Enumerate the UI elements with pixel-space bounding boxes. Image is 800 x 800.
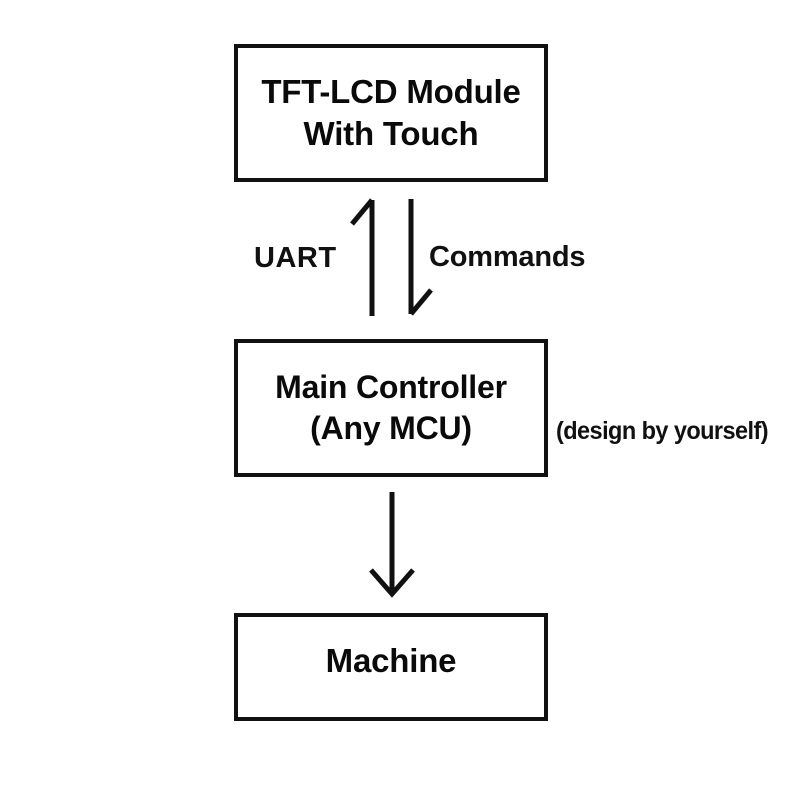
node-main-controller: Main Controller (Any MCU) <box>234 339 548 477</box>
node-machine: Machine <box>234 613 548 721</box>
edge-label-uart: UART <box>254 242 337 274</box>
node-main-controller-line-2: (Any MCU) <box>310 410 472 446</box>
arrow-controller-to-machine <box>369 492 415 598</box>
node-machine-line-1: Machine <box>325 641 457 679</box>
annotation-design-by-yourself: (design by yourself) <box>556 417 769 445</box>
arrow-uart-up <box>350 198 375 316</box>
edge-label-commands: Commands <box>429 241 586 273</box>
node-main-controller-line-1: Main Controller <box>275 369 507 406</box>
node-tft-lcd-module-line-1: TFT-LCD Module <box>261 72 521 110</box>
arrow-commands-down <box>408 199 433 316</box>
node-tft-lcd-module-line-2: With Touch <box>303 115 479 152</box>
node-tft-lcd-module: TFT-LCD Module With Touch <box>234 44 548 182</box>
arrow-uart-up-head <box>350 198 374 226</box>
arrow-controller-to-machine-head <box>369 568 415 598</box>
arrow-commands-down-head <box>409 288 433 316</box>
